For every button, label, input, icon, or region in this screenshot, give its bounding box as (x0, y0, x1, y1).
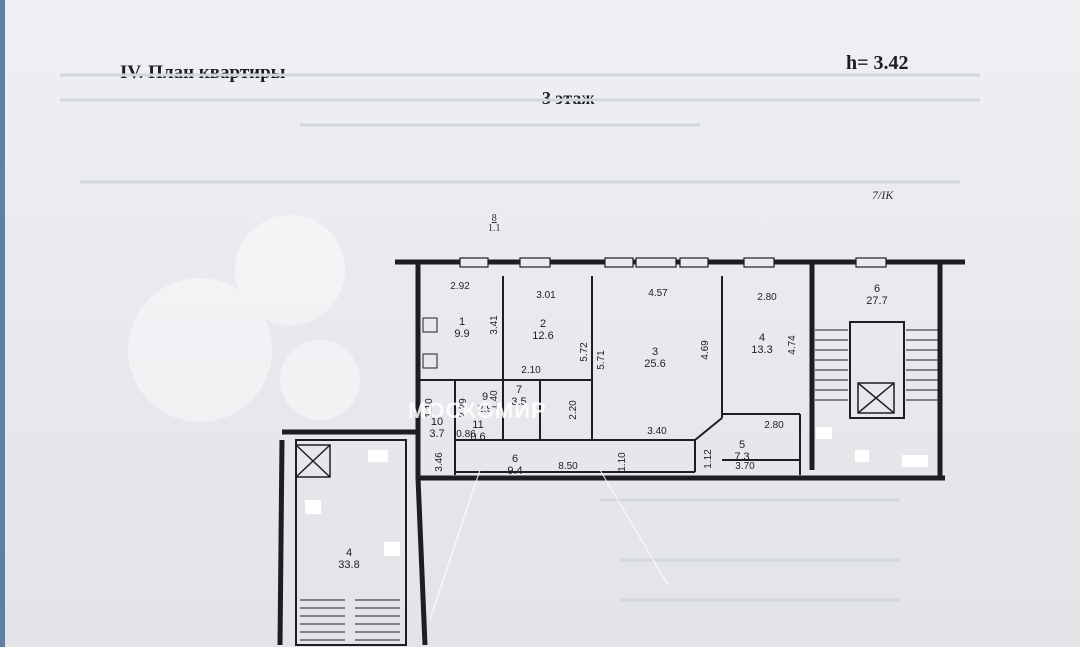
elevator-shafts (295, 382, 895, 478)
stair-number: 6 (874, 283, 880, 295)
dimension-label: 0.86 (456, 429, 476, 440)
background-text-lines (60, 73, 980, 602)
sheet-mark: 7/IK (872, 188, 894, 202)
room-number: 3 (652, 346, 658, 358)
stair-steps (300, 329, 938, 641)
room-area: 12.6 (532, 330, 553, 342)
room-labels: 19.9212.6325.6413.357.369.473.592.9103.7… (338, 283, 887, 571)
room-area: 7.3 (734, 451, 749, 463)
dimension-label: 1.40 (489, 390, 500, 410)
dimension-label: 4.57 (648, 288, 668, 299)
dimension-label: 2.20 (568, 400, 579, 420)
dimension-labels: 2.923.413.015.724.575.714.692.804.742.10… (424, 281, 798, 472)
inner-walls (295, 276, 905, 646)
room-area: 2.9 (477, 403, 492, 415)
room-area: 3.7 (429, 428, 444, 440)
dimension-label: 4.69 (700, 340, 711, 360)
room-area: 0.6 (470, 431, 485, 443)
outside-room-label: 8 1.1 (488, 214, 501, 234)
dimension-label: 3.46 (434, 452, 445, 472)
stair-area: 27.7 (866, 295, 887, 307)
room-area: 9.4 (507, 465, 522, 477)
dimension-label: 3.41 (489, 315, 500, 335)
room-area: 25.6 (644, 358, 665, 370)
dimension-label: 5.72 (579, 342, 590, 362)
dimension-label: 5.71 (596, 350, 607, 370)
room-number: 9 (482, 391, 488, 403)
ceiling-height: h= 3.42 (846, 52, 909, 74)
dimension-label: 2.80 (757, 292, 777, 303)
dimension-label: 2.80 (764, 420, 784, 431)
room-number: 4 (759, 332, 765, 344)
dimension-label: 3.01 (536, 290, 556, 301)
stair-area: 33.8 (338, 559, 359, 571)
dimension-label: 3.40 (647, 426, 667, 437)
dimension-label: 1.12 (703, 449, 714, 469)
reflection-lines (429, 469, 669, 621)
dimension-label: 4.74 (787, 335, 798, 355)
kitchen-fixtures (422, 317, 438, 369)
room-number: 11 (472, 419, 483, 431)
room-number: 1 (459, 316, 465, 328)
plan-title: IV. План квартиры (120, 62, 286, 83)
dimension-label: 2.92 (450, 281, 470, 292)
windows (459, 257, 887, 268)
stair-number: 4 (346, 547, 352, 559)
window-edge (0, 0, 5, 647)
dimension-label: 3.70 (735, 461, 755, 472)
dimension-label: 8.50 (558, 461, 578, 472)
watermark-text: МОСКОМИР (408, 398, 547, 423)
floor-label: 3 этаж (542, 88, 595, 108)
outside-room-area: 1.1 (488, 223, 501, 234)
redaction-blocks (305, 427, 928, 556)
room-number: 10 (431, 416, 443, 428)
room-area: 9.9 (454, 328, 469, 340)
dimension-label: 2.29 (458, 398, 469, 418)
watermark-shapes (128, 215, 360, 422)
room-area: 3.5 (511, 396, 526, 408)
dimension-label: 1.10 (617, 452, 628, 472)
room-number: 2 (540, 318, 546, 330)
room-number: 5 (739, 439, 745, 451)
room-number: 7 (516, 384, 522, 396)
room-number: 6 (512, 453, 518, 465)
outside-room-number: 8 (491, 213, 497, 224)
room-area: 13.3 (751, 344, 772, 356)
dimension-label: 1.10 (424, 398, 435, 418)
dimension-label: 2.10 (521, 365, 541, 376)
